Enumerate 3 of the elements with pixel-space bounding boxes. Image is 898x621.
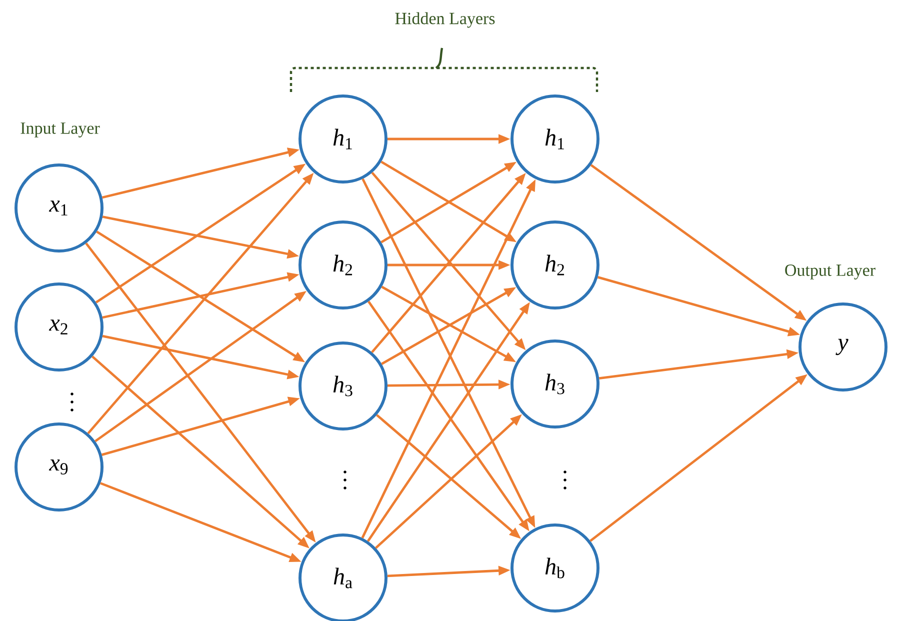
layer-label: Input Layer: [20, 122, 100, 138]
hidden-layer-label: Hidden Layers: [395, 12, 495, 28]
layer-label: Output Layer: [785, 264, 876, 280]
